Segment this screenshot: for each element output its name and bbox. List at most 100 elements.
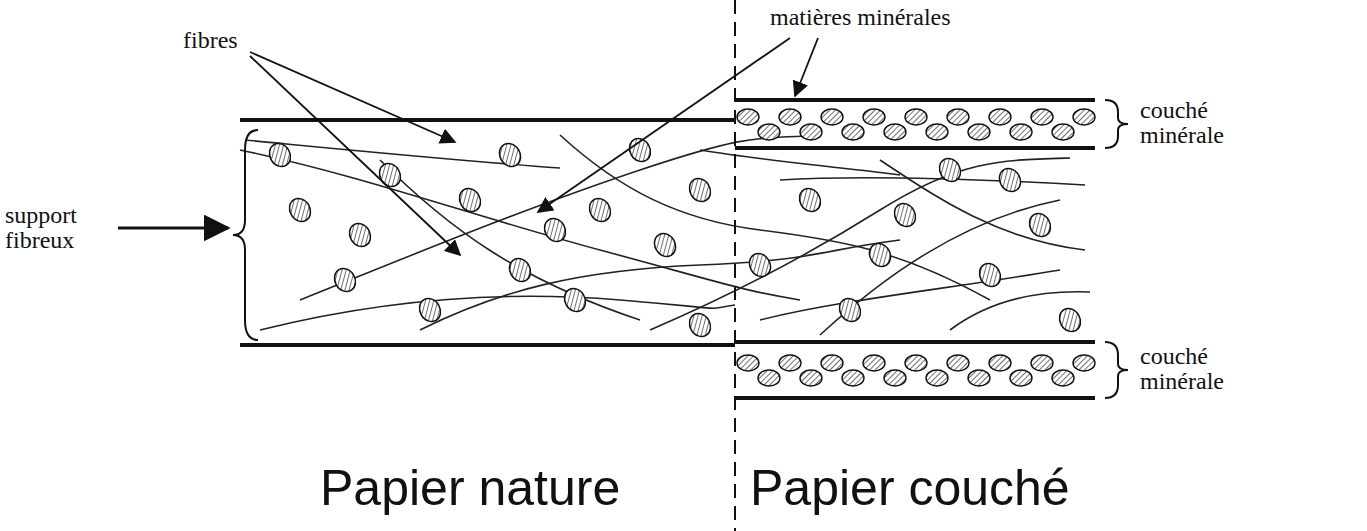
surface-line bbox=[240, 118, 735, 122]
mineral-label: matières minérales bbox=[770, 5, 951, 30]
coating-particle bbox=[968, 124, 990, 140]
coating-particle bbox=[1052, 124, 1074, 140]
coating-particle bbox=[905, 355, 927, 371]
mineral-particle bbox=[375, 160, 404, 191]
coating-particle bbox=[1010, 370, 1032, 386]
mineral-particle bbox=[625, 135, 654, 166]
mineral-particle bbox=[975, 260, 1004, 291]
mineral-particle bbox=[835, 295, 864, 326]
fiber bbox=[240, 150, 800, 300]
mineral-coating-layers bbox=[737, 109, 1095, 386]
coating-particle bbox=[968, 370, 990, 386]
mineral-particle bbox=[1055, 305, 1084, 336]
mineral-particle bbox=[685, 175, 714, 206]
surface-line bbox=[240, 343, 735, 347]
mineral-particle bbox=[285, 195, 314, 226]
coating-particle bbox=[926, 370, 948, 386]
mineral-particles bbox=[265, 135, 1084, 341]
fiber bbox=[380, 160, 640, 320]
leader-arrow bbox=[250, 56, 460, 255]
coating-label: couché minérale bbox=[1140, 98, 1250, 148]
panel-title: Papier couché bbox=[750, 462, 1070, 515]
leader-arrow bbox=[250, 52, 455, 142]
leader-arrow bbox=[538, 38, 790, 212]
mineral-particle bbox=[585, 195, 614, 226]
mineral-particle bbox=[890, 200, 919, 231]
brace bbox=[233, 130, 258, 340]
coating-particle bbox=[1010, 124, 1032, 140]
mineral-particle bbox=[795, 185, 824, 216]
mineral-particle bbox=[935, 155, 964, 186]
mineral-particle bbox=[540, 215, 569, 246]
coating-particle bbox=[821, 355, 843, 371]
coating-particle bbox=[1052, 370, 1074, 386]
fiber bbox=[760, 270, 1060, 320]
coating-particle bbox=[947, 355, 969, 371]
mineral-particle bbox=[495, 140, 524, 171]
coating-particle bbox=[842, 370, 864, 386]
coating-particle bbox=[779, 355, 801, 371]
coating-particle bbox=[1031, 355, 1053, 371]
coating-particle bbox=[737, 355, 759, 371]
leader-arrows bbox=[118, 38, 818, 255]
mineral-particle bbox=[265, 140, 294, 171]
coating-particle bbox=[884, 370, 906, 386]
mineral-particle bbox=[995, 165, 1024, 196]
fiber bbox=[260, 296, 735, 330]
mineral-particle bbox=[415, 295, 444, 326]
mineral-particle bbox=[650, 230, 679, 261]
coating-particle bbox=[989, 109, 1011, 125]
panel-title: Papier nature bbox=[320, 462, 620, 515]
mineral-particle bbox=[685, 310, 714, 341]
support-label: support fibreux bbox=[5, 203, 115, 253]
coating-particle bbox=[779, 109, 801, 125]
fiber bbox=[780, 178, 1085, 185]
fiber bbox=[700, 150, 900, 175]
coating-particle bbox=[737, 109, 759, 125]
coating-particle bbox=[947, 109, 969, 125]
surface-line bbox=[735, 146, 1095, 150]
mineral-particle bbox=[745, 250, 774, 281]
fibers bbox=[240, 135, 1090, 335]
brace bbox=[1105, 342, 1128, 398]
coating-particle bbox=[905, 109, 927, 125]
surface-line bbox=[735, 396, 1095, 400]
brace bbox=[1105, 100, 1128, 148]
coating-particle bbox=[863, 109, 885, 125]
coating-particle bbox=[1073, 109, 1095, 125]
coating-particle bbox=[1031, 109, 1053, 125]
fiber bbox=[820, 200, 1060, 335]
coating-particle bbox=[842, 124, 864, 140]
surface-line bbox=[735, 98, 1095, 102]
leader-arrow bbox=[118, 227, 228, 230]
coating-particle bbox=[1073, 355, 1095, 371]
fiber bbox=[650, 158, 1070, 330]
mineral-particle bbox=[560, 285, 589, 316]
coating-particle bbox=[926, 124, 948, 140]
coating-particle bbox=[800, 124, 822, 140]
divider-line bbox=[734, 0, 736, 531]
coating-label: couché minérale bbox=[1140, 344, 1250, 394]
mineral-particle bbox=[345, 220, 374, 251]
surface-line bbox=[735, 340, 1095, 344]
fiber bbox=[300, 135, 820, 300]
braces bbox=[233, 100, 1128, 398]
mineral-particle bbox=[505, 255, 534, 286]
leader-arrow bbox=[795, 38, 818, 96]
mineral-particle bbox=[865, 240, 894, 271]
coating-particle bbox=[758, 370, 780, 386]
fiber-label: fibres bbox=[183, 28, 238, 53]
coating-particle bbox=[800, 370, 822, 386]
mineral-particle bbox=[1025, 210, 1054, 241]
coating-particle bbox=[884, 124, 906, 140]
coating-particle bbox=[821, 109, 843, 125]
fiber bbox=[880, 160, 1085, 250]
coating-particle bbox=[758, 124, 780, 140]
coating-particle bbox=[863, 355, 885, 371]
mineral-particle bbox=[330, 265, 359, 296]
coating-particle bbox=[989, 355, 1011, 371]
boundary-lines bbox=[240, 100, 1095, 398]
mineral-particle bbox=[455, 185, 484, 216]
